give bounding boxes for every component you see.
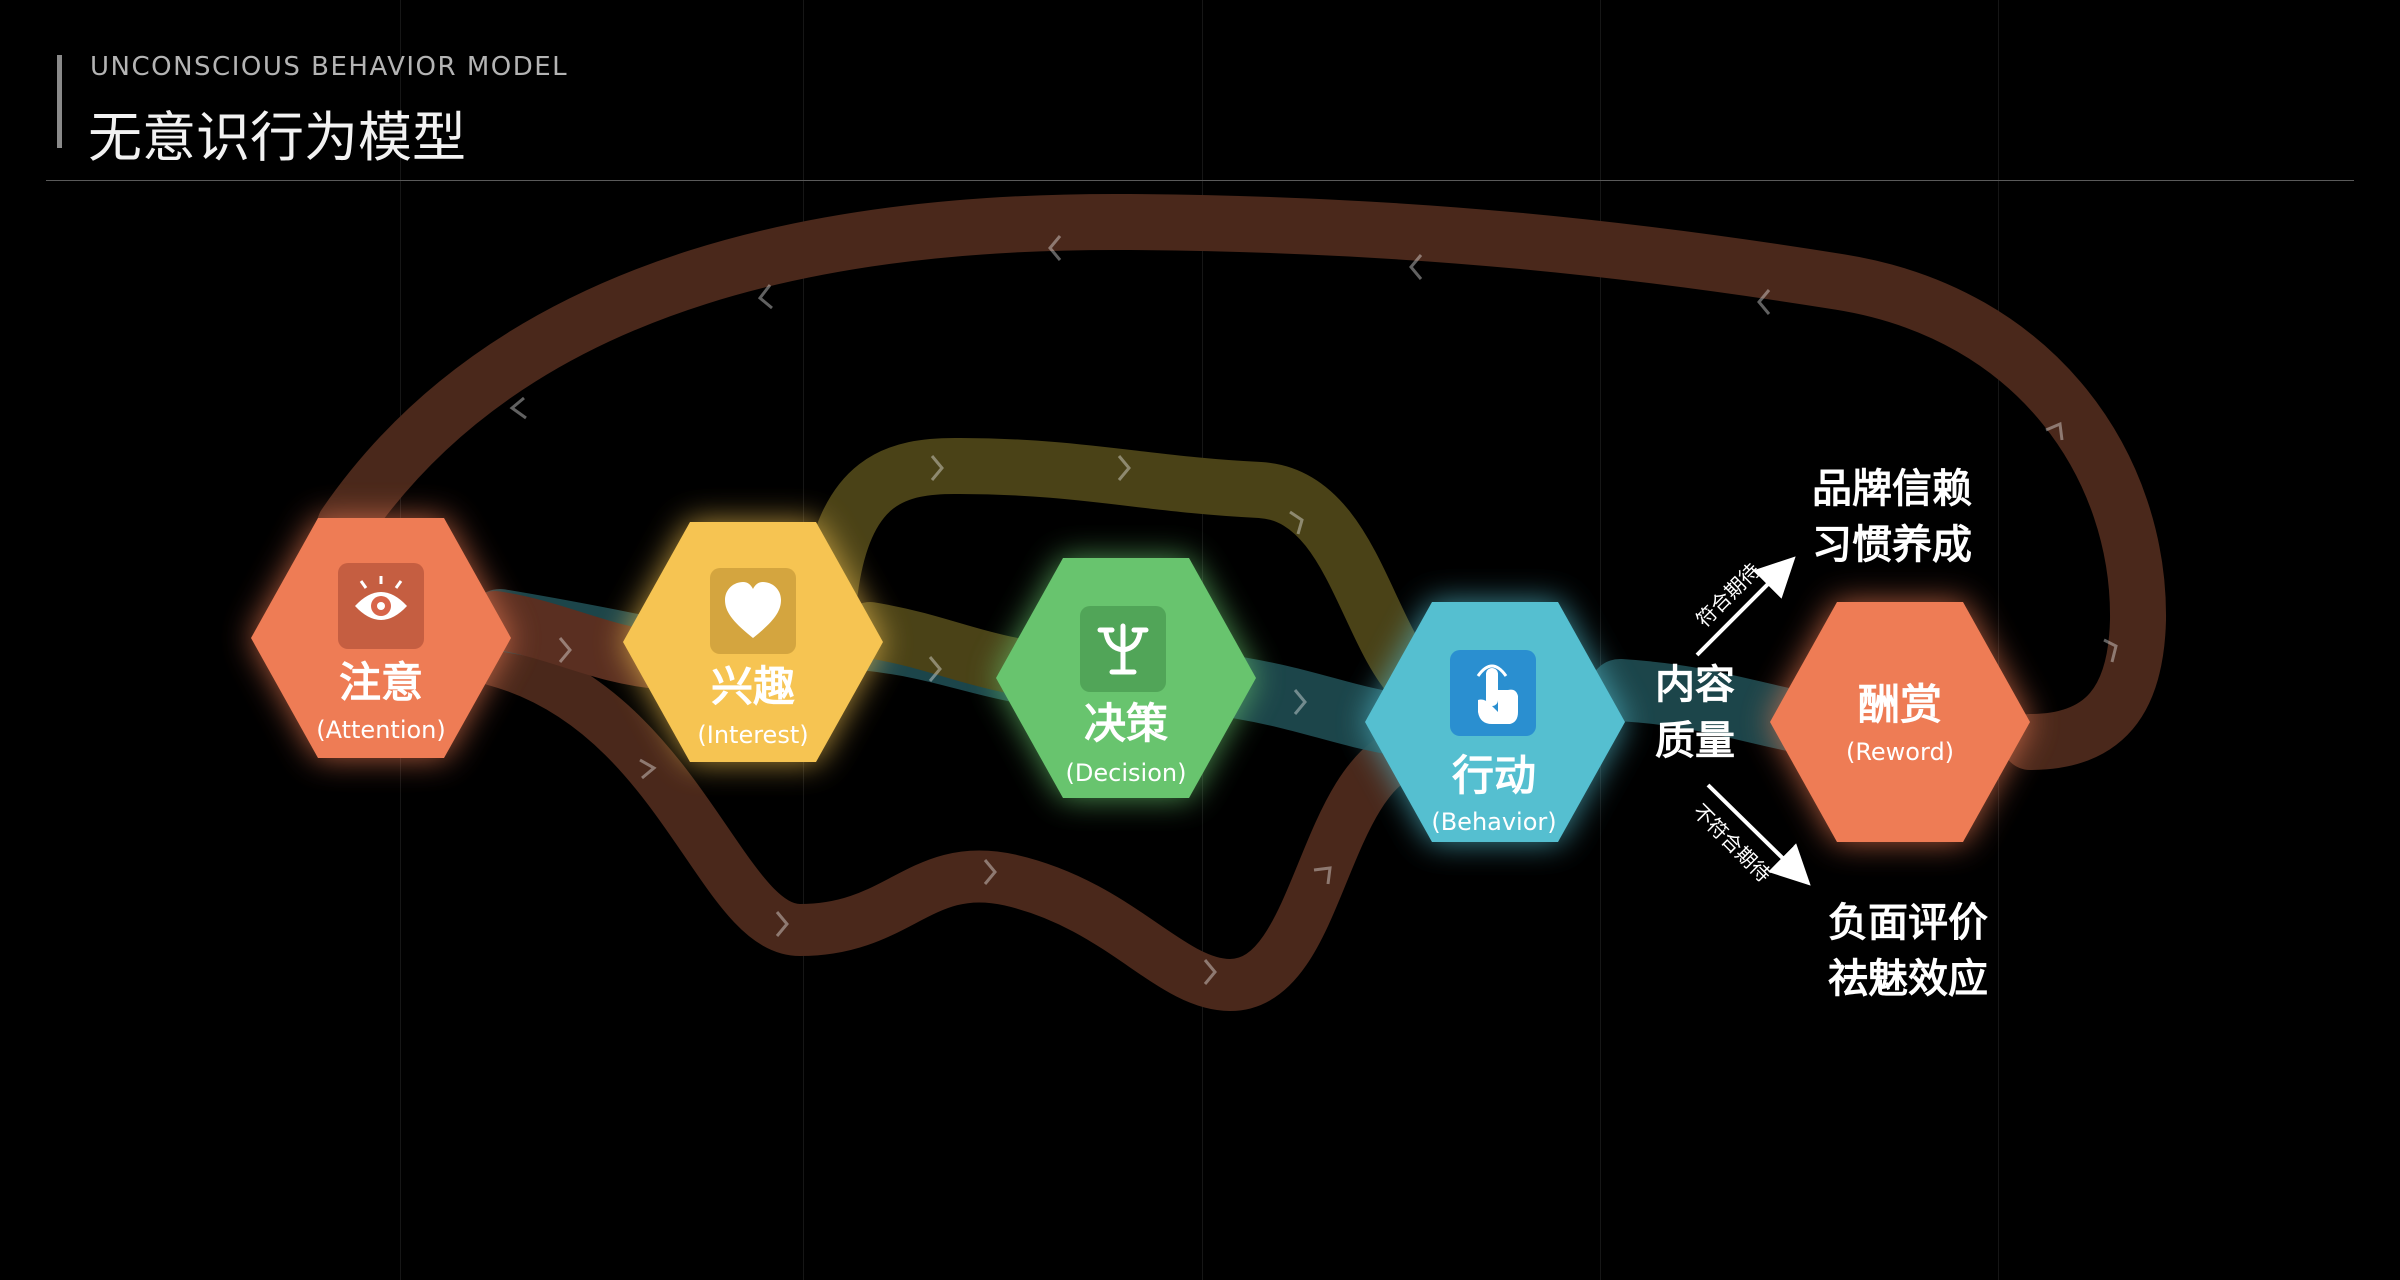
header-accent-bar — [57, 55, 62, 148]
negative-outcome-line-2: 祛魅效应 — [1828, 956, 1988, 1002]
interest-subtitle: (Interest) — [697, 721, 808, 749]
interest-hexagon — [623, 522, 883, 762]
header-divider — [46, 180, 2354, 181]
decision-hexagon — [996, 558, 1256, 798]
branch-icon — [1097, 623, 1149, 675]
grid-line — [1600, 0, 1601, 1280]
content-quality-line-1: 内容 — [1655, 662, 1735, 708]
attention-subtitle: (Attention) — [316, 716, 446, 744]
lower-bypass-path — [469, 634, 1436, 1012]
reward-hexagon — [1770, 602, 2030, 842]
positive-outcome-line-2: 习惯养成 — [1812, 522, 1972, 568]
node-reward: 酬赏 (Reword) — [1770, 602, 2030, 842]
tap-icon — [1476, 664, 1518, 724]
negative-outcome-line-1: 负面评价 — [1828, 900, 1988, 946]
node-attention: 注意 (Attention) — [251, 518, 511, 758]
decision-subtitle: (Decision) — [1066, 759, 1187, 787]
negative-branch-label: 不符合期待 — [1688, 799, 1776, 887]
reward-title: 酬赏 — [1858, 680, 1942, 729]
page-subtitle: UNCONSCIOUS BEHAVIOR MODEL — [90, 52, 569, 82]
upper-bypass-path — [802, 437, 1443, 710]
interest-decision-link — [842, 602, 1038, 693]
reward-subtitle: (Reword) — [1846, 738, 1954, 766]
negative-arrow — [1706, 783, 1811, 886]
flow-chevrons — [509, 235, 2118, 985]
positive-arrow — [1695, 556, 1796, 657]
page-title: 无意识行为模型 — [88, 106, 466, 169]
heart-icon — [725, 582, 781, 638]
interest-title: 兴趣 — [711, 662, 795, 711]
attention-hexagon — [251, 518, 511, 758]
behavior-subtitle: (Behavior) — [1431, 808, 1556, 836]
attention-title: 注意 — [339, 658, 423, 707]
node-interest: 兴趣 (Interest) — [623, 522, 883, 762]
behavior-title: 行动 — [1452, 751, 1536, 800]
feedback-loop-path — [317, 193, 2167, 770]
node-behavior: 行动 (Behavior) — [1365, 602, 1625, 842]
content-quality-line-2: 质量 — [1655, 718, 1735, 764]
node-decision: 决策 (Decision) — [996, 558, 1256, 798]
eye-icon — [355, 576, 407, 620]
decision-title: 决策 — [1084, 699, 1168, 748]
positive-outcome-line-1: 品牌信赖 — [1812, 466, 1972, 512]
grid-line — [1998, 0, 1999, 1280]
positive-branch-label: 符合期待 — [1691, 558, 1765, 632]
